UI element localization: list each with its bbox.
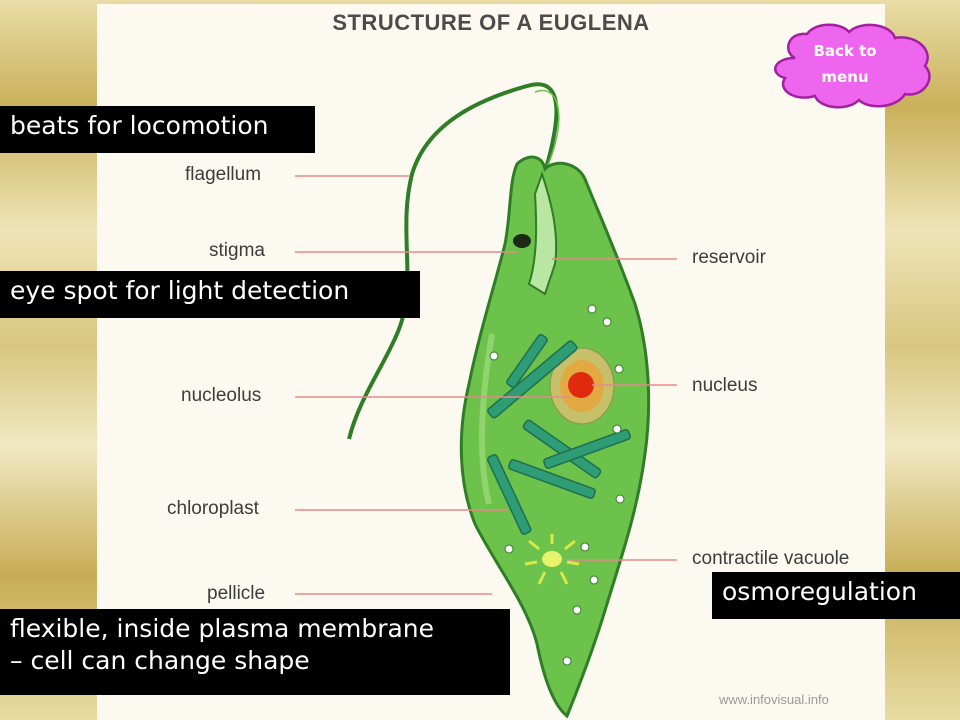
label-stigma: stigma xyxy=(209,240,265,261)
stigma-spot xyxy=(513,234,531,248)
label-nucleolus: nucleolus xyxy=(181,385,262,406)
note-pellicle-line1: flexible, inside plasma membrane xyxy=(10,614,435,643)
contractile-vacuole xyxy=(524,534,580,585)
label-chloroplast: chloroplast xyxy=(167,498,259,519)
chloroplast-5 xyxy=(508,459,596,499)
note-pellicle-line2: – cell can change shape xyxy=(10,646,310,675)
back-to-menu-button[interactable]: Back to menu xyxy=(765,18,941,110)
back-label-line2: menu xyxy=(821,68,869,86)
euglena-illustration xyxy=(295,82,677,719)
note-contractile-vacuole-text: osmoregulation xyxy=(722,577,917,606)
watermark: www.infovisual.info xyxy=(719,692,829,707)
note-pellicle: flexible, inside plasma membrane – cell … xyxy=(0,609,510,695)
note-contractile-vacuole: osmoregulation xyxy=(712,572,960,619)
chloroplast-4 xyxy=(543,429,631,469)
note-flagellum-text: beats for locomotion xyxy=(10,111,269,140)
back-to-menu-label: Back to menu xyxy=(765,38,925,90)
label-contractile-vacuole: contractile vacuole xyxy=(692,548,850,569)
label-pellicle: pellicle xyxy=(207,583,266,604)
chloroplast-6 xyxy=(486,454,532,535)
note-flagellum: beats for locomotion xyxy=(0,106,315,153)
cloud-shape xyxy=(774,23,931,109)
note-stigma-text: eye spot for light detection xyxy=(10,276,350,305)
note-stigma: eye spot for light detection xyxy=(0,271,420,318)
reservoir-shape xyxy=(527,170,558,296)
nucleolus-dot xyxy=(568,372,594,398)
diagram-title: STRUCTURE OF A EUGLENA xyxy=(332,10,650,35)
label-reservoir: reservoir xyxy=(692,247,766,268)
label-flagellum: flagellum xyxy=(185,164,262,185)
chloroplast-1 xyxy=(487,340,578,419)
back-label-line1: Back to xyxy=(813,42,877,60)
cell-body xyxy=(459,155,651,719)
chloroplast-2 xyxy=(506,333,548,389)
flagellum-strand xyxy=(347,82,559,440)
label-nucleus: nucleus xyxy=(692,375,758,396)
